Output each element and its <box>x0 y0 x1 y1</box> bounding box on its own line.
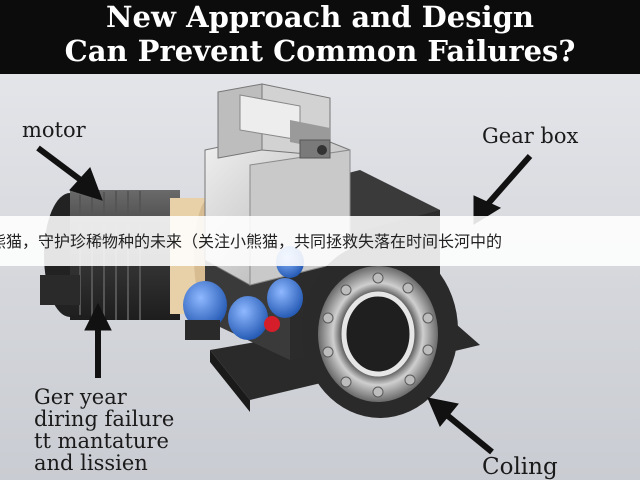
ger-year-line: and lissien <box>34 451 148 475</box>
gear-box-label: Gear box <box>482 124 579 148</box>
overlay-text: 熊猫，守护珍稀物种的未来（关注小熊猫，共同拯救失落在时间长河中的 <box>0 232 503 251</box>
scrolling-text-overlay: 熊猫，守护珍稀物种的未来（关注小熊猫，共同拯救失落在时间长河中的 <box>0 216 640 266</box>
base-plate-front <box>210 350 250 412</box>
title-line-1: New Approach and Design <box>106 0 534 34</box>
arrow-ger-year <box>84 302 112 378</box>
gear-box <box>302 242 458 418</box>
title-line-2: Can Prevent Common Failures? <box>64 34 576 68</box>
title-banner: New Approach and Design Can Prevent Comm… <box>0 0 640 74</box>
ger-year-line: tt mantature <box>34 429 169 453</box>
motor-label: motor <box>22 118 86 142</box>
arrow-coling <box>427 397 494 455</box>
ger-year-line: Ger year <box>34 385 127 409</box>
ger-year-label: Ger year diring failure tt mantature and… <box>34 386 234 474</box>
arrow-motor <box>36 145 103 201</box>
arrow-gear-box <box>473 154 533 225</box>
ger-year-line: diring failure <box>34 407 175 431</box>
coling-label: Coling <box>482 454 558 480</box>
